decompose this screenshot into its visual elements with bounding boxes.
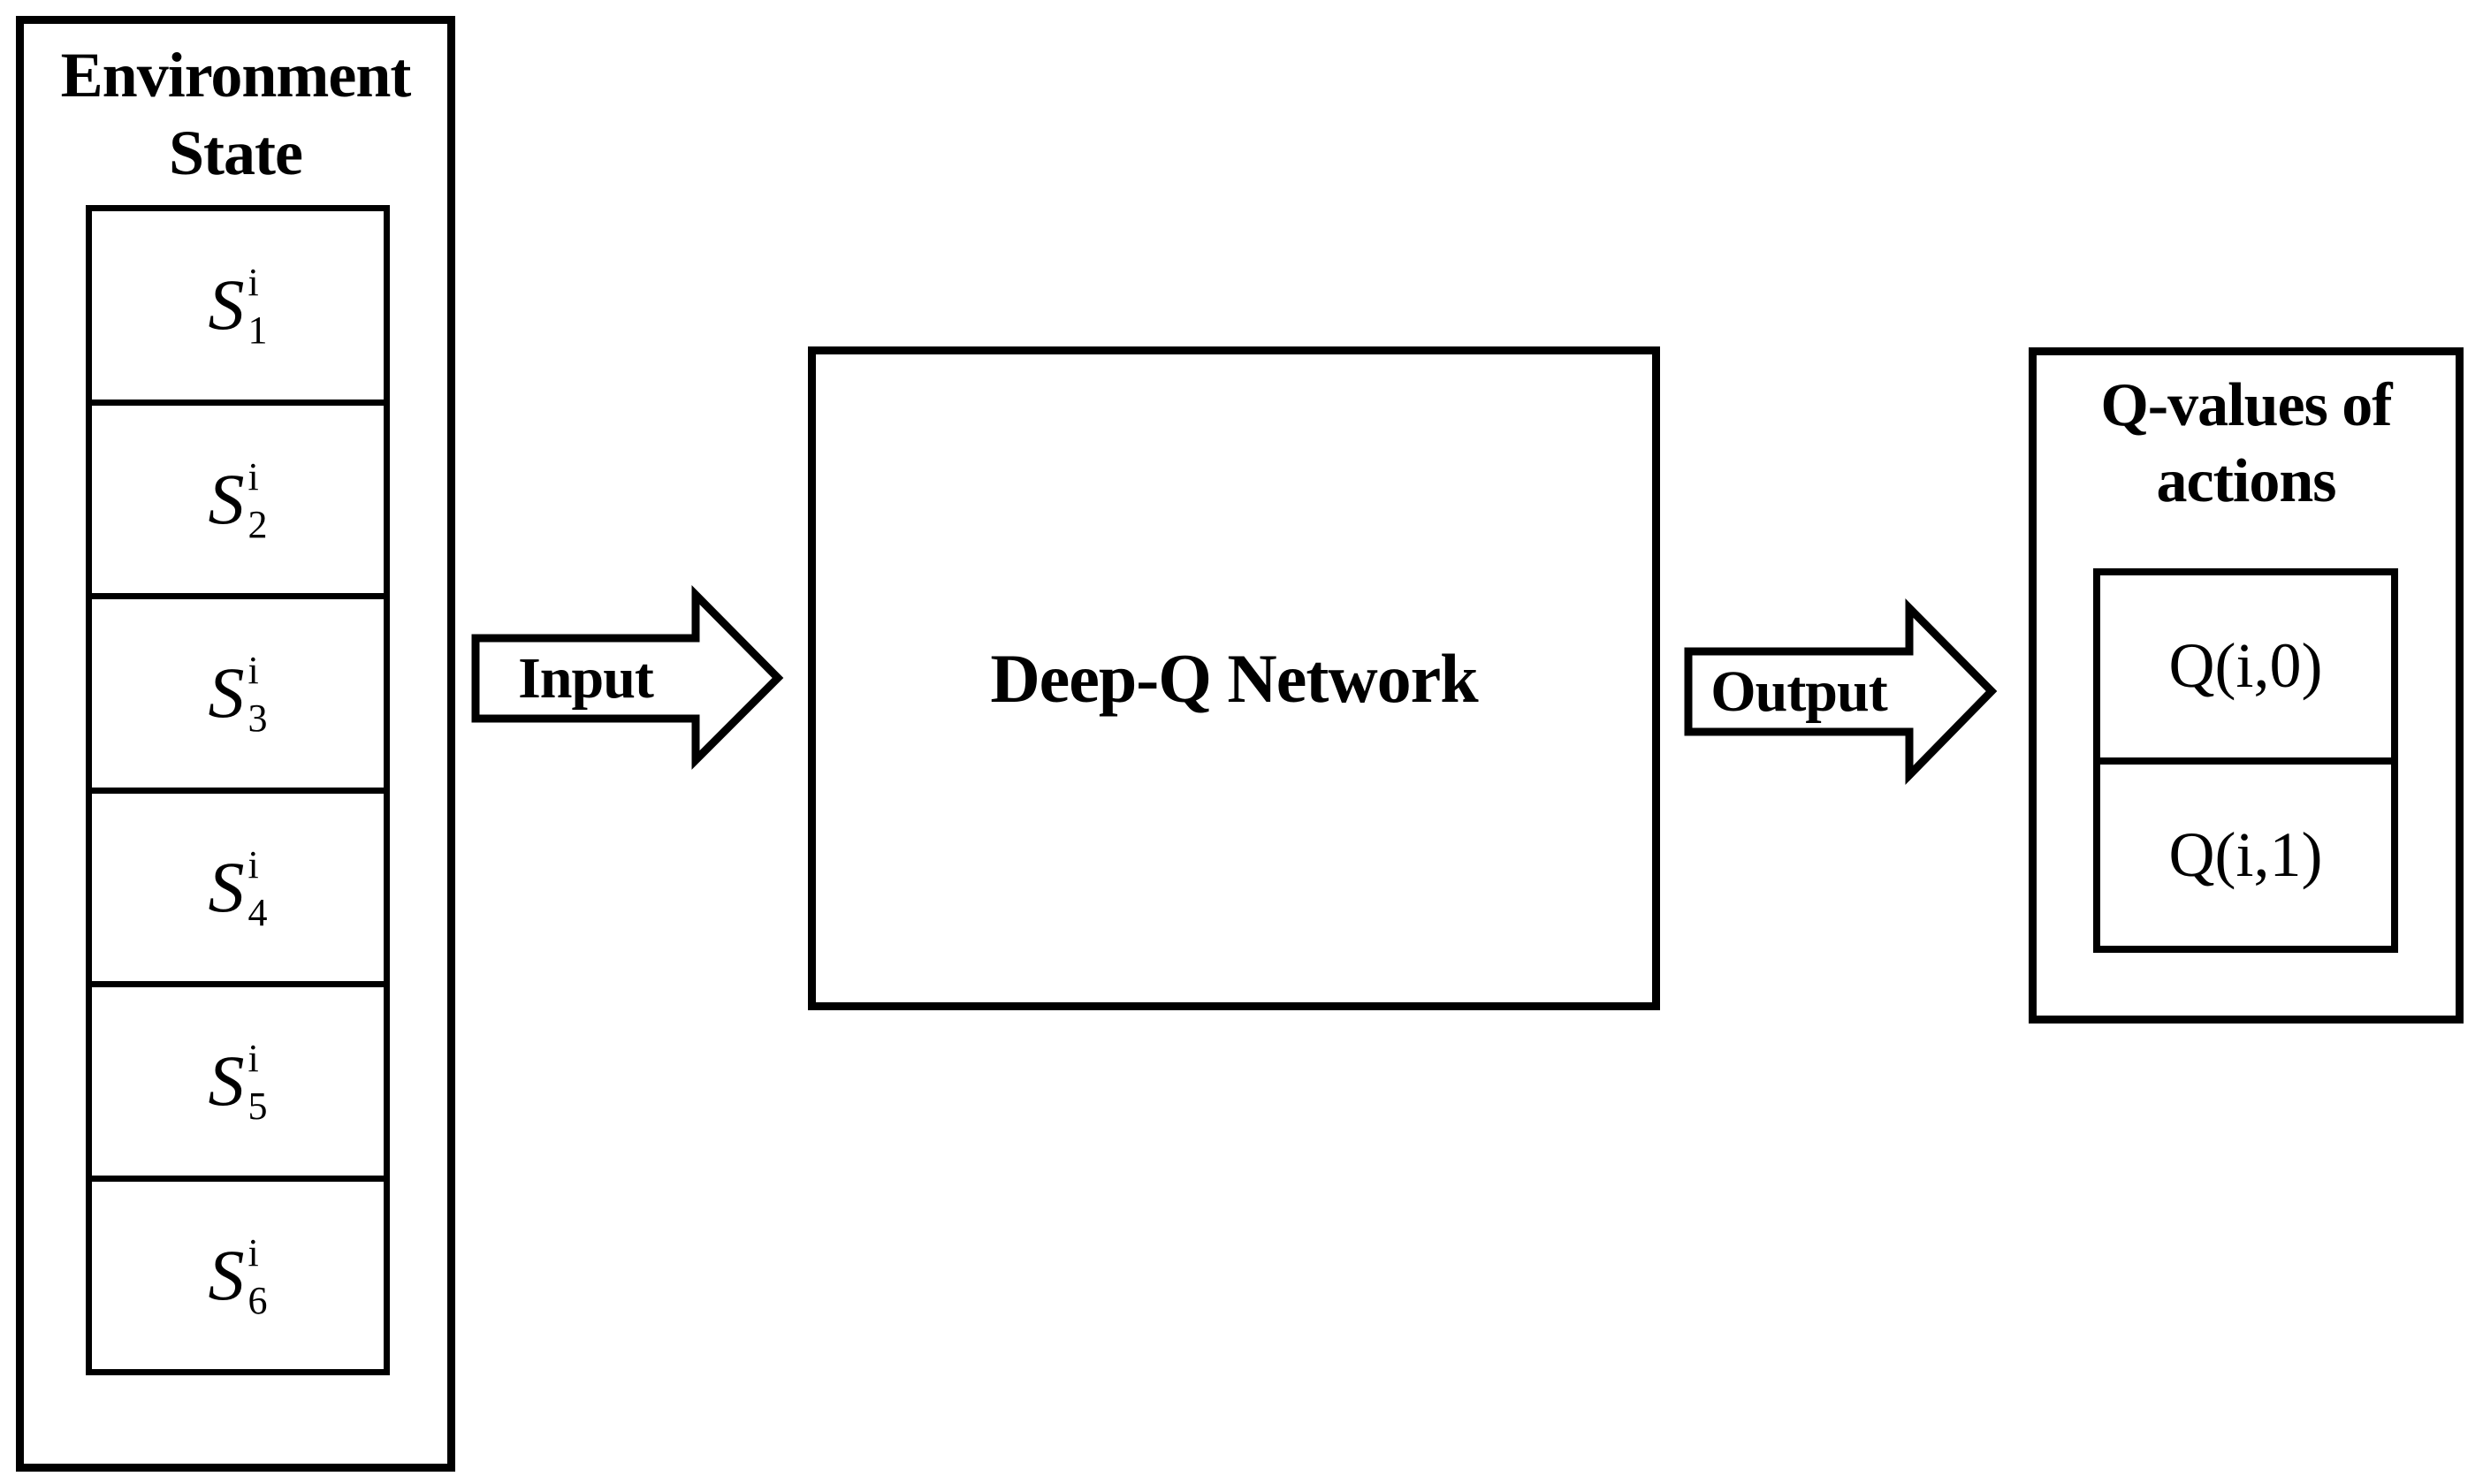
- output-arrow-icon: [1684, 598, 1998, 786]
- q-values-title-line1: Q-values of: [2100, 371, 2392, 439]
- input-arrow-shape: [471, 585, 784, 770]
- input-arrow-icon: [471, 585, 784, 770]
- deep-q-network-label: Deep-Q Network: [990, 639, 1478, 717]
- q-values-cell-column: Q(i,0) Q(i,1): [2093, 568, 2398, 953]
- q-cell-action1: Q(i,1): [2100, 757, 2391, 947]
- q-cell-action0: Q(i,0): [2168, 630, 2323, 702]
- input-arrow-label: Input: [518, 645, 654, 711]
- q-values-title-line2: actions: [2156, 447, 2337, 515]
- output-arrow-shape: [1684, 598, 1998, 786]
- environment-state-title-line1: Environment: [60, 40, 412, 110]
- q-values-title: Q-values of actions: [2037, 368, 2456, 520]
- output-arrow-label: Output: [1710, 658, 1887, 724]
- environment-state-title-line2: State: [169, 118, 303, 188]
- environment-state-title: Environment State: [24, 36, 447, 192]
- deep-q-network-box: Deep-Q Network: [808, 346, 1660, 1010]
